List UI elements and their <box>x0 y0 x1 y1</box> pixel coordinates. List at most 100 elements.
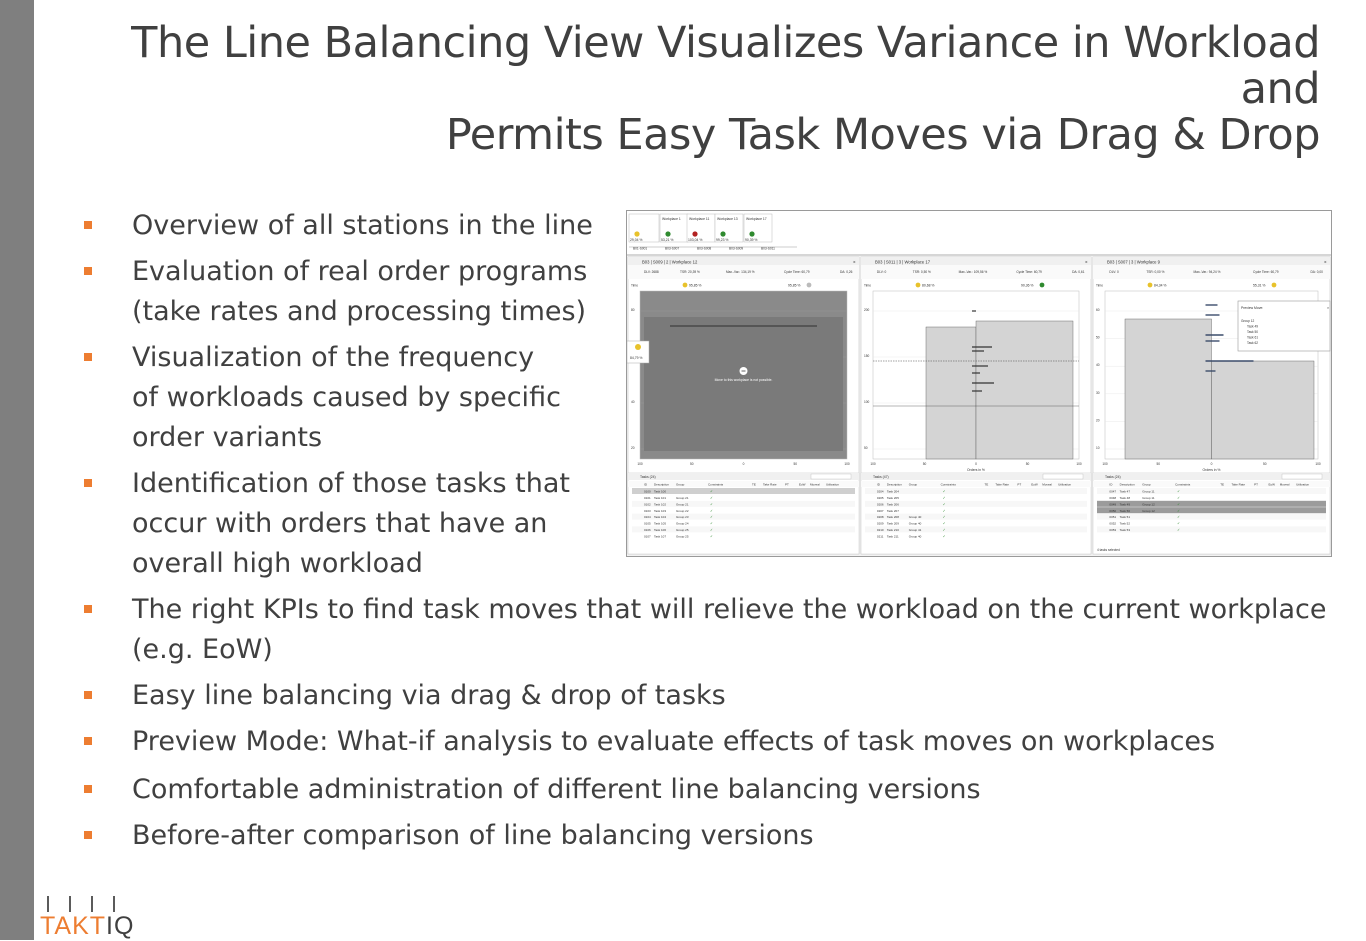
table-row <box>632 532 855 539</box>
preview-move-popup <box>1237 300 1331 352</box>
table-row <box>865 500 1087 507</box>
overview-workload-value: 99,23 % <box>716 238 728 242</box>
table-row <box>865 507 1087 514</box>
constraint-check-icon: ✓ <box>710 490 713 494</box>
y-tick-label: 20 <box>631 446 635 450</box>
task-description-cell: Task 47 <box>1120 490 1131 494</box>
bullet-item: Overview of all stations in the line <box>84 206 593 246</box>
constraint-check-icon: ✓ <box>943 515 946 519</box>
table-row <box>865 488 1087 494</box>
axis-title: Time <box>631 284 638 288</box>
task-group-cell: Group 24 <box>676 522 689 526</box>
panel-stat: DA: 0,00 <box>1311 270 1324 274</box>
table-row <box>865 513 1087 520</box>
constraint-check-icon: ✓ <box>943 534 946 538</box>
panel-stat: DLV: 0 <box>1109 270 1119 274</box>
axis-title: Time <box>864 284 871 288</box>
y-tick-label: 60 <box>1096 308 1100 312</box>
close-icon: × <box>1324 260 1327 265</box>
x-tick-label: 100 <box>844 462 850 466</box>
column-header: Constraints <box>1175 483 1191 487</box>
status-dot-icon <box>692 231 698 237</box>
tasks-header-bar <box>1093 473 1330 480</box>
task-group-cell: Group 12 <box>1142 509 1155 513</box>
overview-workload-value: 90,39 % <box>745 238 757 242</box>
task-description-cell: Task 101 <box>654 496 666 500</box>
task-search-input <box>810 473 852 480</box>
x-tick-label: 100 <box>637 462 643 466</box>
task-group-cell: Group 25 <box>676 534 689 538</box>
bullet-marker <box>84 479 92 487</box>
x-tick-label: 50 <box>1156 462 1160 466</box>
x-tick-label: 50 <box>690 462 694 466</box>
y-tick-label: 20 <box>1096 418 1100 422</box>
overview-workplace-card <box>743 213 773 243</box>
panel-stat: TSR: 20,39 % <box>680 270 700 274</box>
column-header: Take Rate <box>763 483 777 487</box>
title-line-2: Permits Easy Task Moves via Drag & Drop <box>445 110 1321 160</box>
x-tick-label: 100 <box>870 462 876 466</box>
table-row <box>632 494 855 501</box>
constraint-check-icon: ✓ <box>710 502 713 506</box>
panel-title: B03 | S011 | 3 | Workplace 17 <box>875 260 931 265</box>
workload-block-right <box>975 320 1074 460</box>
status-dot-icon <box>665 231 671 237</box>
task-id-cell: 0211 <box>877 534 884 538</box>
panel-stat: DLV: 0 <box>877 270 887 274</box>
selected-row <box>632 488 855 494</box>
task-id-cell: 0204 <box>877 490 884 494</box>
panel-stat: TSR: 0,00 % <box>1146 270 1164 274</box>
task-id-cell: 0101 <box>644 496 651 500</box>
screenshot-canvas: 29,04 %Workplace 153,21 %Workplace 11103… <box>627 211 1331 555</box>
task-description-cell: Task 52 <box>1120 522 1131 526</box>
task-group-cell: Group 40 <box>909 522 922 526</box>
overview-workload-value: 53,21 % <box>661 238 673 242</box>
column-header: PT <box>785 483 789 487</box>
overview-station-id: B03-S008 <box>697 247 711 251</box>
panel-stat: TSR: 0,50 % <box>913 270 931 274</box>
overview-station-id: B03-S011 <box>761 247 775 251</box>
table-row <box>632 507 855 514</box>
constraint-check-icon: ✓ <box>1177 522 1180 526</box>
column-header: Group <box>909 483 918 487</box>
task-description-cell: Task 207 <box>887 509 899 513</box>
column-header: TE <box>984 483 988 487</box>
overview-station-id: B01-S001 <box>633 247 647 251</box>
x-tick-label: 0 <box>743 462 745 466</box>
column-header: Moveal <box>1042 483 1052 487</box>
panel-stats-bar <box>861 265 1091 279</box>
side-badge <box>627 340 650 364</box>
workload-badge-icon <box>915 282 921 288</box>
constraint-check-icon: ✓ <box>1177 490 1180 494</box>
column-header: PT <box>1254 483 1258 487</box>
overview-workload-value: 29,04 % <box>630 238 642 242</box>
column-header: EoW <box>799 483 806 487</box>
panel-stat: Cycle Time: 60,79 <box>1253 270 1279 274</box>
y-tick-label: 40 <box>1096 363 1100 367</box>
panel-stat: Max.-Var.: 109,56 % <box>959 270 988 274</box>
task-group-cell: Group 40 <box>909 515 922 519</box>
panel-stat: DA: 0,61 <box>1072 270 1085 274</box>
task-id-cell: 0103 <box>644 509 651 513</box>
overview-workplace-name: Workplace 17 <box>746 217 767 221</box>
task-id-cell: 0208 <box>877 515 884 519</box>
tasks-count-label: Tasks (47) <box>873 475 889 479</box>
table-row <box>1097 513 1326 520</box>
y-tick-label: 80 <box>631 308 635 312</box>
task-description-cell: Task 208 <box>887 515 899 519</box>
constraint-check-icon: ✓ <box>943 522 946 526</box>
workload-badge-icon <box>1039 282 1045 288</box>
x-tick-label: 50 <box>793 462 797 466</box>
preview-move-item: Task 49 <box>1247 325 1258 329</box>
panel-title: B03 | S007 | 3 | Workplace 9 <box>1107 260 1161 265</box>
y-tick-label: 50 <box>864 446 868 450</box>
task-description-cell: Task 102 <box>654 502 666 506</box>
constraint-check-icon: ✓ <box>710 534 713 538</box>
selected-row <box>1097 500 1326 507</box>
tasks-column-header <box>861 481 1091 487</box>
panel-title-bar <box>861 257 1091 265</box>
x-tick-label: 100 <box>1315 462 1321 466</box>
bullet-item: Evaluation of real order programs (take … <box>84 252 587 332</box>
constraint-check-icon: ✓ <box>710 528 713 532</box>
task-group-cell: Group 12 <box>1142 502 1155 506</box>
